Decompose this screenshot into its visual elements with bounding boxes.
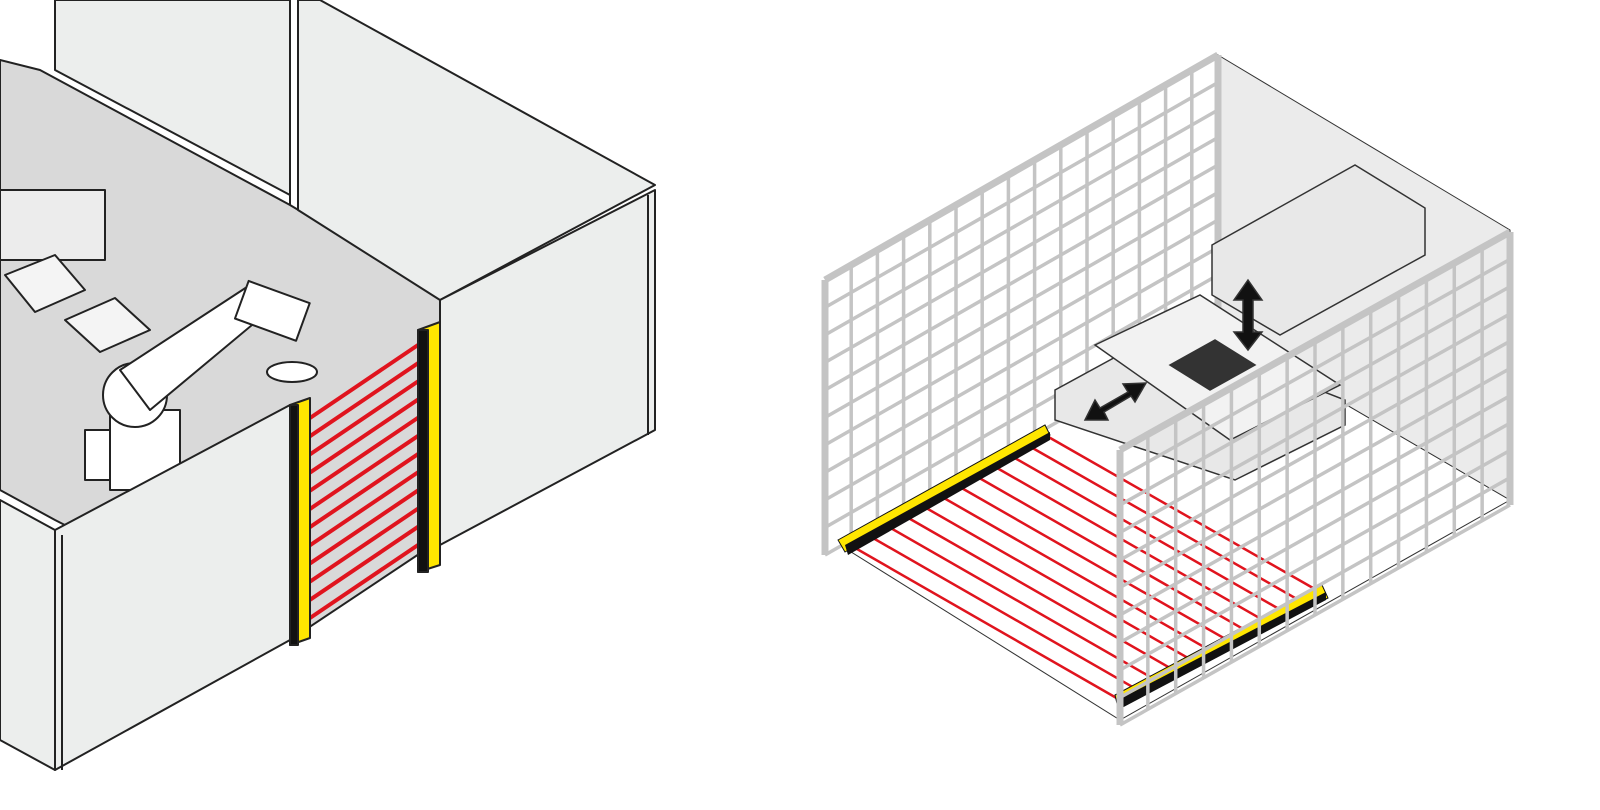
fence-bar bbox=[1118, 228, 1512, 454]
light-beam bbox=[308, 543, 420, 620]
light-beam bbox=[308, 379, 420, 457]
fence-bar bbox=[1119, 421, 1511, 645]
robot-cell-scene bbox=[0, 0, 656, 771]
parts-tray bbox=[4, 254, 86, 313]
fence-bar bbox=[1119, 312, 1511, 535]
workpiece-grid bbox=[1168, 339, 1257, 391]
front-left-panel bbox=[0, 499, 56, 771]
fence-bar bbox=[824, 80, 1219, 310]
light-beam bbox=[308, 525, 420, 602]
light-beam bbox=[308, 470, 420, 547]
fence-bar bbox=[824, 135, 1219, 365]
light-beam bbox=[867, 533, 1139, 692]
fence-bar bbox=[823, 51, 1220, 284]
receiver-black-strip bbox=[1118, 592, 1326, 710]
light-beam bbox=[973, 473, 1248, 633]
light-beam bbox=[308, 434, 420, 511]
front-fence-grid bbox=[1116, 228, 1514, 727]
fence-bar bbox=[824, 163, 1219, 392]
fence-bar bbox=[1119, 257, 1511, 480]
light-beam bbox=[308, 452, 420, 529]
light-beam bbox=[1026, 443, 1303, 603]
robot-wrist bbox=[266, 361, 318, 383]
vertical-light-beams bbox=[308, 343, 420, 620]
parts-tray bbox=[64, 297, 151, 353]
light-beam bbox=[938, 493, 1212, 652]
fence-bar bbox=[1119, 339, 1511, 562]
light-beam bbox=[308, 343, 420, 420]
fence-bar bbox=[824, 218, 1219, 447]
light-beam bbox=[308, 488, 420, 566]
horizontal-axis-arrow-icon bbox=[1083, 382, 1148, 421]
light-beam bbox=[1044, 433, 1321, 594]
fence-bar bbox=[824, 108, 1219, 337]
receiver-black-strip bbox=[417, 329, 429, 573]
vertical-axis-arrow-icon bbox=[1232, 278, 1264, 352]
fence-bar bbox=[1119, 448, 1511, 672]
fence-bar bbox=[1119, 503, 1511, 727]
light-beam bbox=[849, 543, 1121, 702]
light-beam bbox=[884, 523, 1157, 682]
machine-head bbox=[1211, 164, 1426, 336]
emitter-black-strip bbox=[845, 432, 1050, 555]
fence-bar bbox=[824, 273, 1219, 502]
robot-forearm bbox=[233, 279, 311, 342]
light-beam bbox=[991, 463, 1267, 623]
light-beam bbox=[308, 397, 420, 475]
light-beam bbox=[308, 506, 420, 584]
horizontal-light-beams bbox=[849, 433, 1321, 702]
fence-bar bbox=[824, 245, 1219, 475]
fence-bar bbox=[824, 190, 1219, 420]
robot-arm bbox=[0, 189, 318, 491]
conveyor-table bbox=[0, 189, 106, 261]
light-beam bbox=[308, 416, 420, 493]
light-beam bbox=[955, 483, 1230, 643]
light-beam bbox=[902, 513, 1176, 672]
light-beam bbox=[308, 361, 420, 438]
fence-bar bbox=[1119, 285, 1511, 507]
fence-bar bbox=[1119, 366, 1511, 590]
machine-cage-scene bbox=[821, 51, 1514, 727]
fence-bar bbox=[1119, 476, 1511, 700]
fence-bar bbox=[1119, 394, 1511, 617]
emitter-black-strip bbox=[289, 404, 299, 646]
